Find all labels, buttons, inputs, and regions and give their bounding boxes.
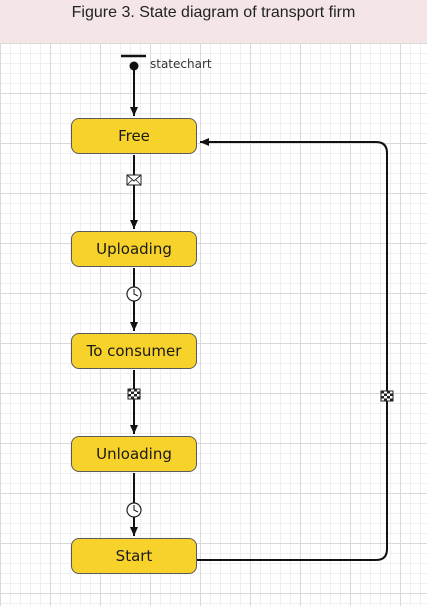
figure-caption: Figure 3. State diagram of transport fir…	[71, 4, 356, 21]
envelope-icon	[126, 174, 142, 186]
clock-icon	[126, 286, 142, 302]
entry-point[interactable]	[121, 54, 146, 71]
statechart-canvas	[0, 43, 427, 606]
transition-start-free[interactable]	[197, 138, 388, 561]
state-label: Free	[118, 127, 150, 145]
state-label: Uploading	[96, 240, 172, 258]
state-label: Start	[115, 547, 153, 565]
state-label: To consumer	[86, 342, 182, 360]
state-to-consumer[interactable]: To consumer	[71, 333, 197, 369]
clock-icon	[126, 502, 142, 518]
checkered-flag-icon	[380, 390, 394, 402]
state-free[interactable]: Free	[71, 118, 197, 154]
statechart-entry-label: statechart	[150, 57, 212, 71]
checkered-flag-icon	[127, 388, 141, 400]
state-start[interactable]: Start	[71, 538, 197, 574]
caption-bar: Figure 3. State diagram of transport fir…	[0, 0, 427, 43]
state-label: Unloading	[96, 445, 172, 463]
state-unloading[interactable]: Unloading	[71, 436, 197, 472]
state-uploading[interactable]: Uploading	[71, 231, 197, 267]
